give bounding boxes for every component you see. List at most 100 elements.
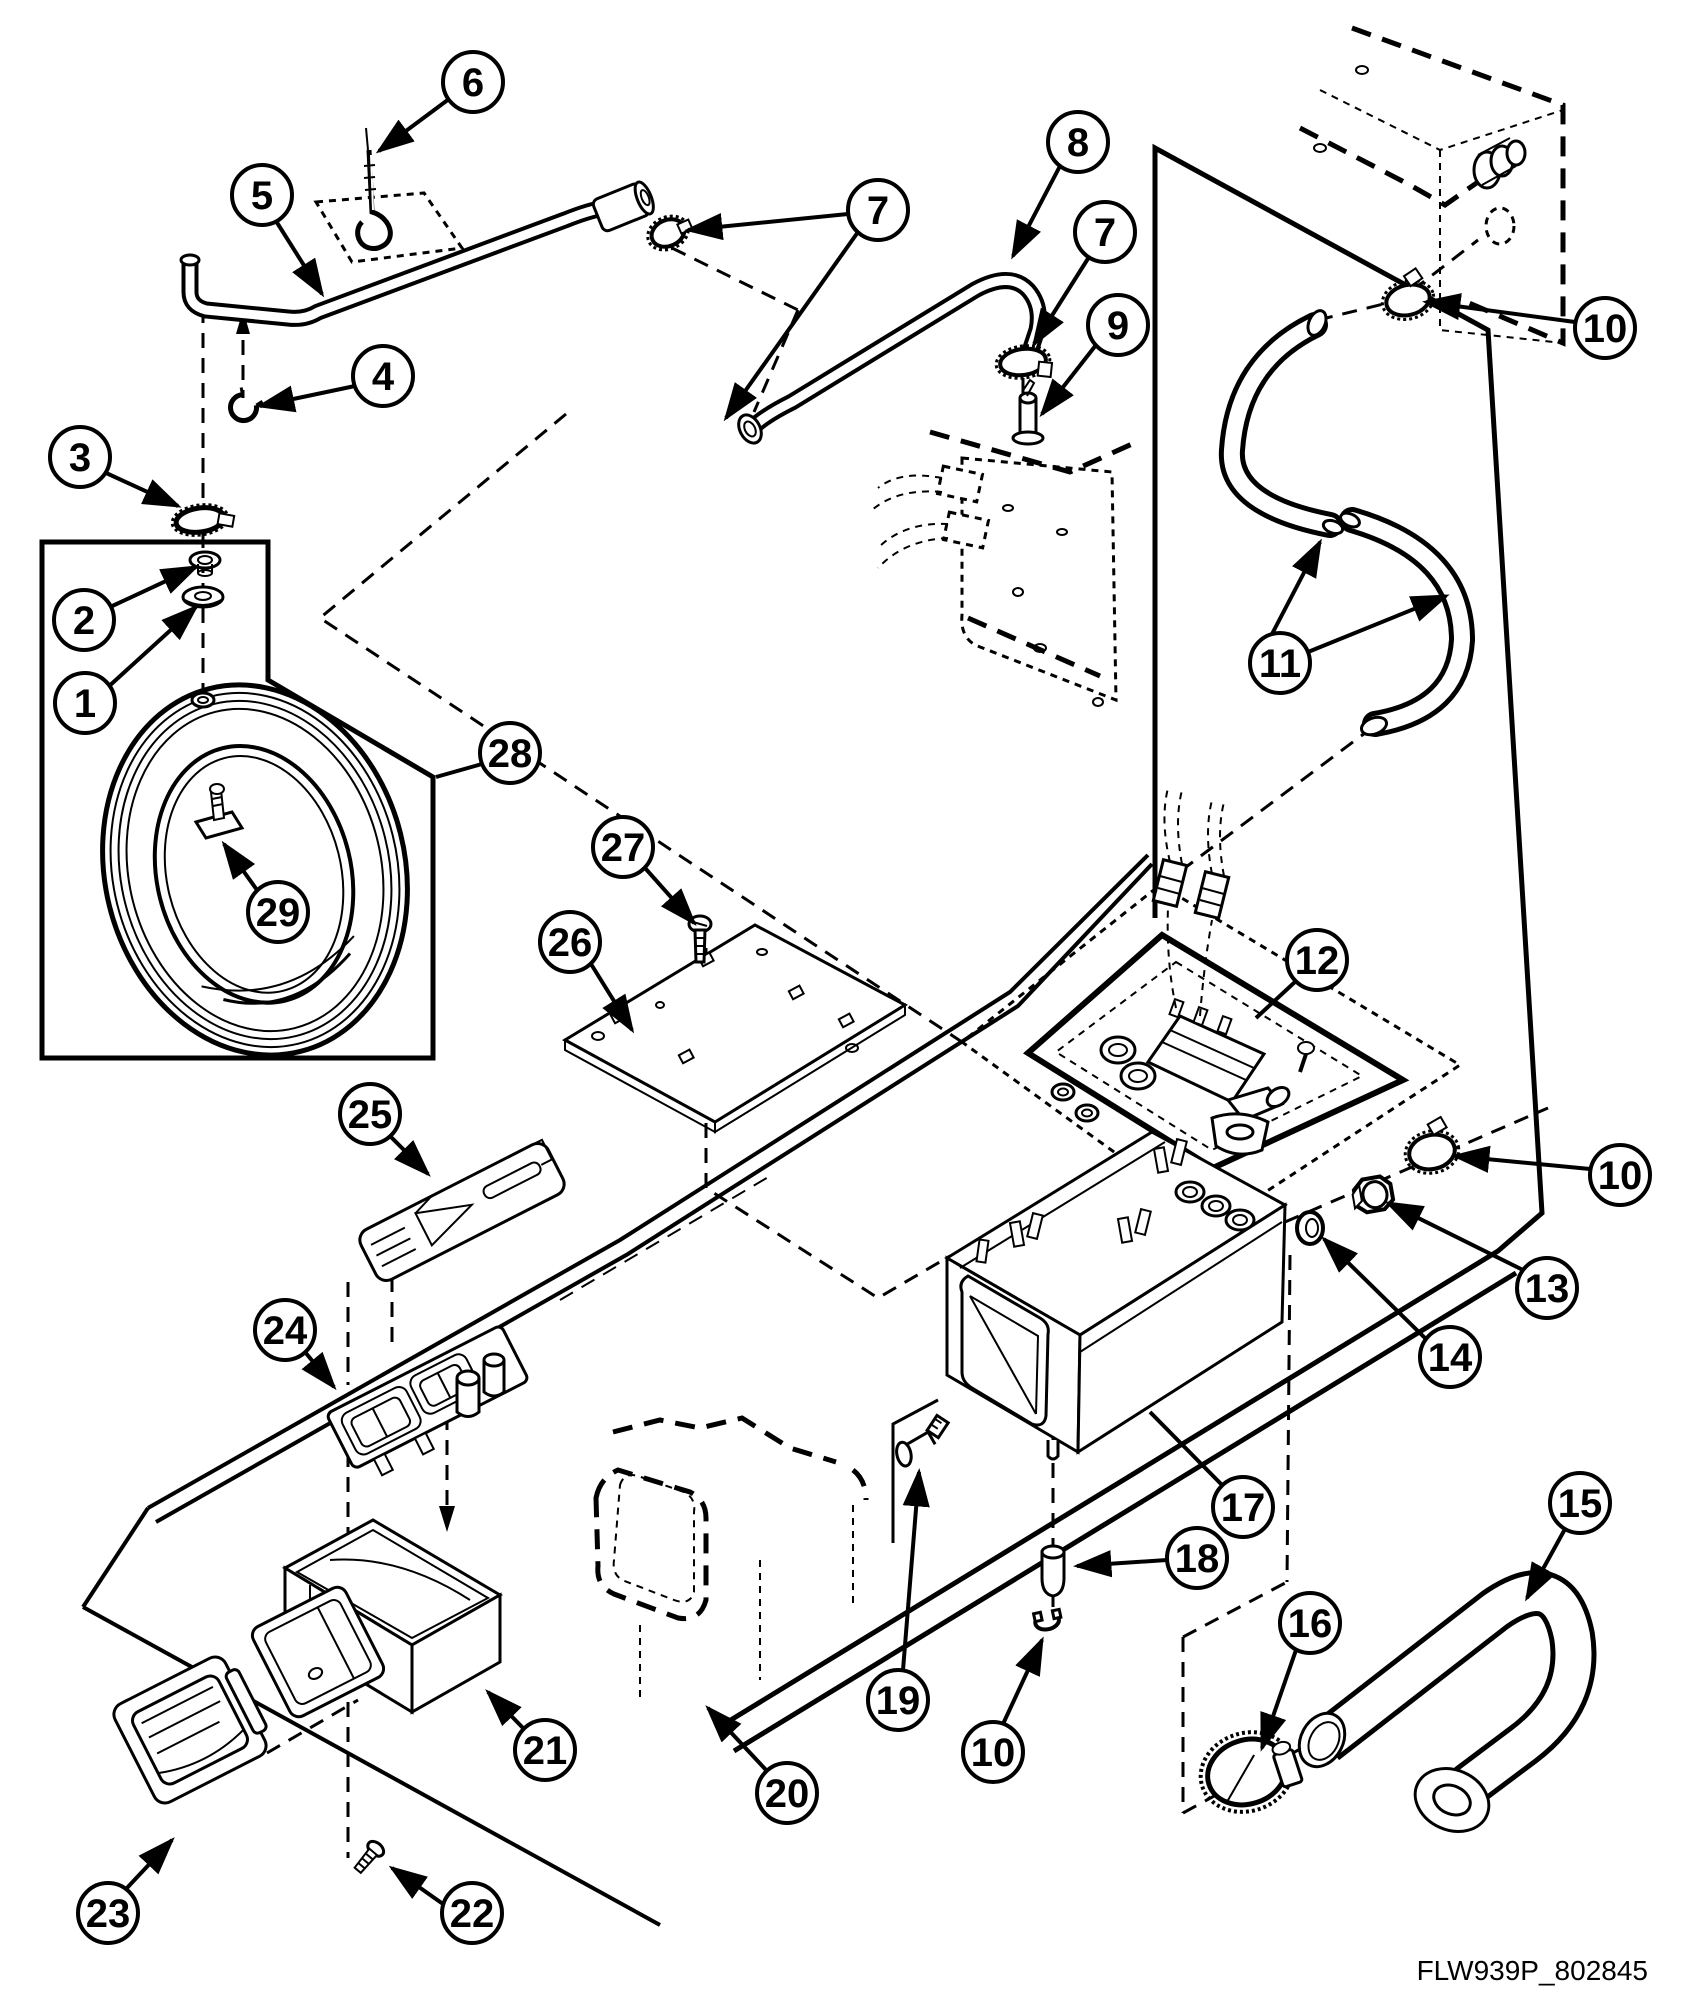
callout-number: 22: [450, 1892, 495, 1936]
callout-9: 9: [1039, 293, 1150, 418]
hose-clamp-7b: [994, 344, 1054, 380]
callout-circle: [1418, 1325, 1482, 1389]
callout-number: 3: [69, 436, 91, 480]
callout-number: 25: [348, 1093, 393, 1137]
callout-leader: [221, 840, 259, 892]
hose-clamp-7a: [646, 214, 694, 252]
figure-code: FLW939P_802845: [1417, 1955, 1648, 1986]
callout-circle: [513, 1718, 577, 1782]
callout-leader: [1321, 1236, 1428, 1341]
callout-circle: [591, 815, 655, 879]
callout-circle: [440, 1881, 504, 1945]
callout-3: 3: [48, 425, 182, 508]
ring-stud-29: [193, 783, 245, 840]
drawer-front: [250, 1585, 386, 1719]
callout-22: 22: [388, 1865, 504, 1945]
callout-circle: [1211, 1475, 1275, 1539]
callout-number: 12: [1295, 939, 1340, 983]
callout-17: 17: [1148, 1410, 1275, 1539]
check-valve-and-clip: [1031, 1544, 1066, 1632]
s-hose: [1218, 266, 1476, 737]
callout-circle: [253, 1298, 317, 1362]
grommet: [188, 550, 222, 577]
washer: [181, 585, 225, 609]
frame-bracket: [1298, 25, 1566, 347]
callout-number: 23: [86, 1892, 131, 1936]
hose-clamp-3: [170, 503, 236, 537]
tank-clips: [975, 1137, 1188, 1264]
callout-number: 16: [1288, 1602, 1333, 1646]
callout-number: 10: [1583, 307, 1628, 351]
callout-leader: [1525, 1528, 1567, 1602]
callout-8: 8: [1011, 110, 1110, 260]
callout-28: 28: [435, 721, 542, 785]
callout-circle: [538, 910, 602, 974]
wire-connectors: [871, 464, 991, 569]
callout-circle: [441, 50, 505, 114]
callout-number: 28: [488, 732, 533, 776]
callout-5: 5: [230, 163, 325, 298]
callout-leader: [388, 1865, 445, 1906]
callout-leader: [684, 212, 849, 241]
inlet-fitting: [1472, 137, 1527, 190]
valve-wires: [1151, 787, 1231, 1017]
tank-elbow: [891, 1398, 951, 1543]
callout-leader: [435, 762, 483, 779]
callout-number: 26: [548, 921, 593, 965]
callout-number: 2: [73, 599, 95, 643]
siphon-insert: [358, 1138, 566, 1282]
callout-number: 4: [372, 355, 395, 399]
callout-18: 18: [1073, 1526, 1229, 1590]
callout-number: 1: [74, 682, 96, 726]
callout-leader: [901, 1468, 930, 1671]
callout-circle: [866, 1668, 930, 1732]
callout-circle: [351, 344, 415, 408]
hose-clamp-16: [1198, 1730, 1304, 1814]
callout-leader: [1422, 293, 1576, 324]
callout-number: 29: [256, 891, 301, 935]
callout-7: 7: [684, 178, 910, 422]
callout-leader: [1384, 1201, 1524, 1272]
callout-circle: [1073, 200, 1137, 264]
mixing-chamber-cover: [561, 914, 909, 1134]
callout-leader: [1001, 1636, 1044, 1725]
callout-23: 23: [76, 1837, 175, 1945]
cover-screw-27: [687, 914, 713, 964]
callout-leader: [1031, 255, 1091, 348]
callout-number: 24: [263, 1309, 308, 1353]
callout-number: 20: [765, 1772, 810, 1816]
callout-number: 9: [1107, 304, 1129, 348]
callout-circle: [478, 721, 542, 785]
callout-leader: [1148, 1410, 1224, 1487]
callout-leader: [105, 604, 199, 690]
callout-leader: [589, 962, 635, 1034]
valve-screw: [1297, 1041, 1315, 1073]
callout-16: 16: [1260, 1591, 1342, 1752]
callout-29: 29: [221, 840, 310, 944]
callout-14: 14: [1321, 1236, 1482, 1389]
callout-number: 27: [601, 826, 646, 870]
callout-circle: [76, 1881, 140, 1945]
callout-number: 6: [462, 61, 484, 105]
callout-20: 20: [705, 1705, 819, 1825]
callout-6: 6: [375, 50, 505, 154]
callout-leader: [274, 219, 325, 298]
callout-number: 11: [1259, 642, 1301, 686]
callout-25: 25: [338, 1082, 431, 1177]
callout-circle: [246, 880, 310, 944]
callout-1: 1: [53, 604, 199, 735]
callout-circle: [1046, 110, 1110, 174]
balance-ring: [100, 682, 410, 1058]
callout-leader: [723, 230, 860, 422]
callout-number: 17: [1221, 1486, 1266, 1530]
callout-10: 10: [961, 1636, 1044, 1784]
callout-circle: [1573, 296, 1637, 360]
callout-circle: [48, 425, 112, 489]
callout-27: 27: [591, 815, 697, 926]
callout-circle: [338, 1082, 402, 1146]
rear-panel-outline: [714, 143, 1545, 1754]
fill-hose-assembly: [179, 127, 655, 424]
callout-leader: [124, 1837, 175, 1891]
callout-number: 7: [1094, 211, 1116, 255]
